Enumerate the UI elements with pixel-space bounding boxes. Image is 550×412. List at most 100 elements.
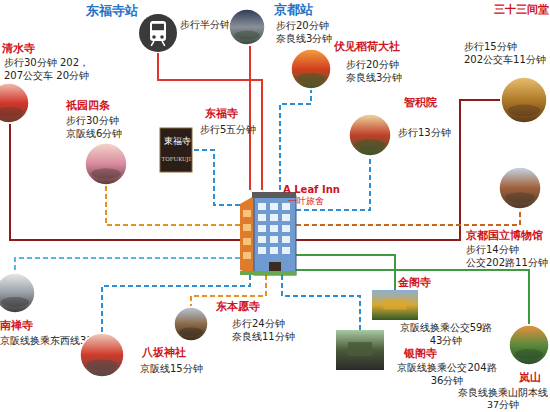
route-line (249, 46, 251, 190)
photo-rect (336, 330, 384, 370)
place-photo: 京都国立博物馆步行14分钟 公交202路11分钟 (498, 166, 542, 210)
node-outline (138, 13, 178, 53)
travel-time: 步行半分钟 (180, 19, 230, 31)
place-name: 岚山 (519, 371, 541, 385)
place-photo: 清水寺步行30分钟 202，207公交车 20分钟 (0, 82, 30, 124)
photo-detail (1, 297, 29, 307)
inn-name-local: 一叶旅舍 (288, 196, 324, 208)
building-window (258, 203, 266, 210)
building-window (243, 238, 251, 245)
photo-tile: 东福寺步行5五分钟 (160, 128, 192, 172)
building-front (254, 196, 296, 275)
building-side (240, 196, 254, 275)
place-photo: 银阁寺京阪线换乘公交204路 36分钟 (336, 330, 384, 370)
place-name: 京都国立博物馆 (466, 229, 543, 243)
building-window (282, 236, 290, 243)
place-photo: 智积院步行13分钟 (348, 113, 392, 157)
train-light (152, 35, 156, 39)
icon-disc (139, 14, 177, 52)
photo-detail (0, 107, 23, 117)
inn-name: A Leaf Inn (283, 183, 340, 196)
node-outline (508, 324, 550, 366)
photo-detail (505, 192, 534, 203)
place-photo: 岚山奈良线换乘山阴本线 37分钟 (508, 324, 550, 366)
route-line (296, 270, 529, 324)
node-outline (79, 332, 125, 378)
travel-time: 步行15分钟 202公交车11分钟 (464, 40, 548, 66)
building-window (282, 214, 290, 221)
building-window (270, 214, 278, 221)
node-outline (498, 166, 542, 210)
node-outline (372, 290, 418, 320)
station-name: 东福寺站 (86, 3, 138, 20)
building-base (240, 271, 296, 275)
node-outline (290, 48, 332, 90)
building-window (270, 203, 278, 210)
photo-circle (229, 9, 265, 45)
train-body (150, 21, 166, 41)
place-name: 银阁寺 (404, 347, 437, 361)
train-legs (151, 41, 165, 46)
route-line (10, 124, 240, 240)
photo-caption: 東福寺 (164, 137, 191, 146)
node-outline (500, 76, 548, 124)
travel-time: 京阪线换乘公交59路 43分钟 (398, 321, 494, 347)
photo-detail (355, 139, 384, 150)
travel-time: 步行20分钟 奈良线3分钟 (346, 58, 418, 84)
place-name: 三十三间堂 (494, 3, 549, 17)
route-line (15, 258, 240, 272)
place-photo: 伏见稻荷大社步行20分钟 奈良线3分钟 (290, 48, 332, 90)
building-window (258, 236, 266, 243)
place-name: 清水寺 (2, 42, 35, 56)
travel-time: 步行13分钟 (398, 126, 451, 139)
photo-circle (501, 77, 547, 123)
place-name: 东本愿寺 (216, 300, 260, 314)
travel-time: 步行5五分钟 (200, 123, 256, 136)
building-window (258, 225, 266, 232)
node-outline (240, 190, 296, 275)
photo-circle (0, 83, 29, 123)
photo-tile (160, 128, 192, 172)
place-photo: 金阁寺京阪线换乘公交59路 43分钟 (372, 290, 418, 320)
travel-time: 步行24分钟 奈良线11分钟 (232, 317, 302, 343)
building-window (258, 214, 266, 221)
travel-time: 奈良线换乘山阴本线 37分钟 (456, 387, 550, 412)
place-photo: 祇园四条步行30分钟 京阪线6分钟 (84, 142, 128, 186)
node-outline (0, 82, 30, 124)
travel-time: 京阪线15分钟 (140, 362, 203, 375)
train-window (152, 24, 164, 30)
node-outline (0, 272, 36, 314)
inn-building: A Leaf Inn一叶旅舍 (240, 190, 296, 275)
node-outline (84, 142, 128, 186)
place-photo: 南禅寺京阪线换乘东西线31分钟 (0, 272, 36, 314)
place-photo: 东本愿寺步行24分钟 奈良线11分钟 (172, 306, 210, 342)
photo-detail (87, 359, 118, 370)
route-line (158, 53, 262, 190)
building-window (282, 225, 290, 232)
photo-caption: TOFUKUJI (162, 157, 191, 163)
travel-time: 步行14分钟 公交202路11分钟 (466, 243, 550, 269)
place-name: 八坂神社 (142, 346, 186, 360)
train-light (160, 35, 164, 39)
photo-detail (234, 31, 259, 40)
route-line (282, 275, 360, 330)
building-window (270, 236, 278, 243)
route-line (280, 90, 311, 190)
node-outline (348, 113, 392, 157)
station-icon: 东福寺站步行半分钟 (138, 13, 178, 53)
place-photo: 三十三间堂步行15分钟 202公交车11分钟 (500, 76, 548, 124)
photo-circle (0, 273, 35, 313)
route-line (192, 150, 240, 205)
photo-circle (499, 167, 541, 209)
photo-detail (179, 327, 203, 336)
building-window (270, 225, 278, 232)
building-window (282, 247, 290, 254)
travel-time: 京阪线换乘公交204路 36分钟 (396, 361, 498, 387)
route-line (296, 100, 500, 240)
photo-detail (348, 342, 372, 356)
building-window (243, 224, 251, 231)
photo-rect (372, 290, 418, 320)
photo-circle (349, 114, 391, 156)
photo-circle (291, 49, 331, 89)
building-window (243, 252, 251, 259)
